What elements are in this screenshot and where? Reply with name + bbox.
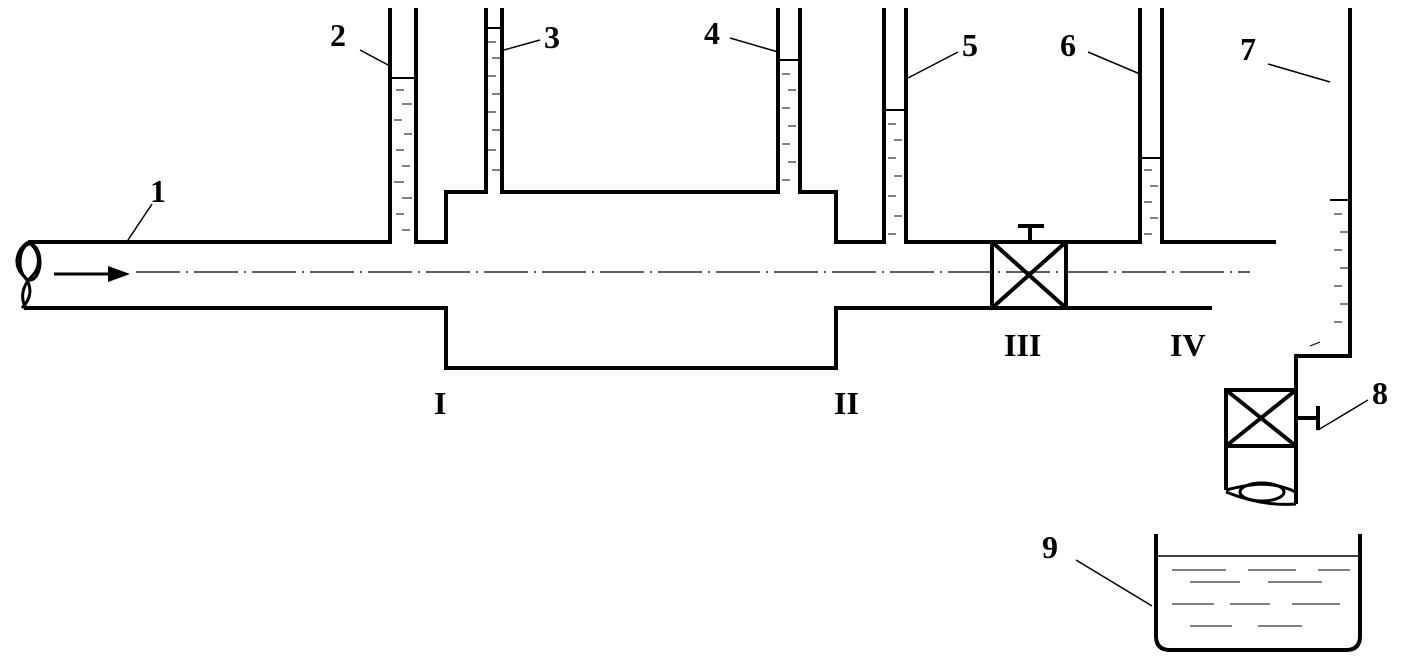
pipe-top-wall-d bbox=[798, 8, 886, 244]
tube-6-liquid bbox=[1140, 157, 1162, 235]
valve-8-icon bbox=[1224, 388, 1320, 448]
main-pipe bbox=[24, 8, 1352, 504]
section-label-ii: II bbox=[834, 385, 859, 421]
label-7: 7 bbox=[1240, 31, 1256, 67]
label-4: 4 bbox=[704, 15, 720, 51]
pipe-top-wall-b bbox=[414, 8, 488, 244]
label-9: 9 bbox=[1042, 529, 1058, 565]
section-label-iv: IV bbox=[1170, 327, 1206, 363]
label-8: 8 bbox=[1372, 375, 1388, 411]
pipe-top-wall bbox=[28, 8, 392, 244]
tube-3-liquid bbox=[486, 27, 502, 171]
pipe-inlet-break bbox=[15, 240, 42, 310]
pipe-top-wall-c bbox=[500, 8, 780, 194]
label-6: 6 bbox=[1060, 27, 1076, 63]
label-1: 1 bbox=[150, 173, 166, 209]
pipe-outlet-break bbox=[1225, 481, 1297, 506]
tube-4-liquid bbox=[778, 59, 800, 181]
valve-icon bbox=[990, 224, 1068, 310]
manometer-7-right-wall bbox=[1294, 8, 1352, 390]
tube-2-liquid bbox=[390, 77, 416, 231]
pipe-top-wall-g bbox=[1160, 8, 1276, 244]
label-3: 3 bbox=[544, 19, 560, 55]
liquid-columns bbox=[390, 27, 1350, 347]
label-5: 5 bbox=[962, 27, 978, 63]
leader-lines bbox=[127, 37, 1369, 607]
pipe-bottom-wall bbox=[24, 306, 992, 370]
label-2: 2 bbox=[330, 17, 346, 53]
pipe-top-wall-f bbox=[1066, 8, 1142, 244]
tube-5-liquid bbox=[884, 109, 906, 235]
section-label-i: I bbox=[434, 385, 446, 421]
flow-arrow-icon bbox=[54, 266, 130, 282]
collecting-tank bbox=[1154, 534, 1362, 652]
tube-7-liquid bbox=[1309, 199, 1350, 347]
section-label-iii: III bbox=[1004, 327, 1041, 363]
pipe-top-wall-e bbox=[904, 8, 992, 244]
